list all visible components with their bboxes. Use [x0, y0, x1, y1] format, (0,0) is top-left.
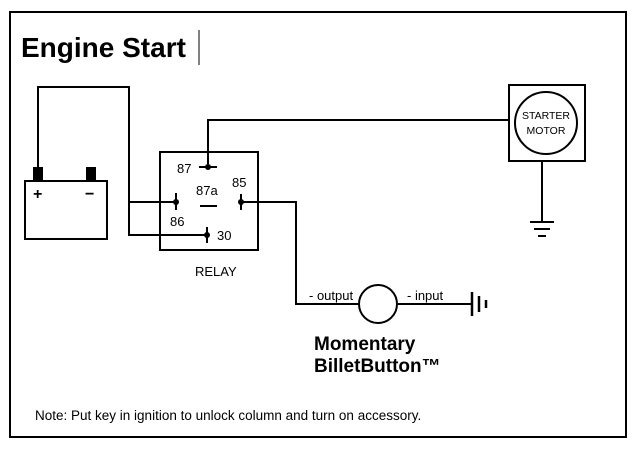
battery-positive-sign: +	[33, 186, 42, 203]
relay-pin-87a-label: 87a	[196, 183, 218, 198]
button-output-label: - output	[309, 288, 353, 303]
button-ground-icon	[470, 292, 488, 316]
relay-pin-87-label: 87	[177, 161, 191, 176]
starter-motor-label-line1: STARTER	[522, 110, 570, 122]
starter-motor: STARTER MOTOR	[508, 84, 586, 162]
momentary-button-symbol	[358, 284, 398, 324]
wire-relay-85-to-button	[241, 201, 358, 305]
starter-motor-symbol	[514, 91, 578, 155]
button-input-label: - input	[407, 288, 444, 303]
diagram-note: Note: Put key in ignition to unlock colu…	[35, 408, 421, 423]
relay-pin-85-label: 85	[232, 175, 246, 190]
relay-pin-30-dot	[204, 232, 210, 238]
wire-relay-87-to-starter	[207, 119, 509, 167]
relay-pin-86-dot	[173, 199, 179, 205]
battery: + −	[24, 167, 108, 240]
relay: 87 87a 85 86 30 RELAY	[159, 151, 259, 279]
button-name-line2: BilletButton™	[314, 356, 441, 377]
button-name-line1: Momentary	[314, 334, 416, 355]
relay-label: RELAY	[195, 264, 237, 279]
battery-negative-terminal	[86, 167, 96, 181]
battery-positive-terminal	[33, 167, 43, 181]
battery-negative-sign: −	[85, 186, 94, 203]
starter-ground-icon	[530, 161, 554, 237]
relay-pin-30-label: 30	[217, 228, 231, 243]
diagram-frame	[9, 11, 627, 438]
starter-motor-label-line2: MOTOR	[527, 125, 566, 137]
diagram-title: Engine Start	[21, 32, 186, 63]
relay-pin-86-label: 86	[170, 214, 184, 229]
battery-body	[24, 180, 108, 240]
wire-battery-to-relay-30	[37, 86, 207, 236]
